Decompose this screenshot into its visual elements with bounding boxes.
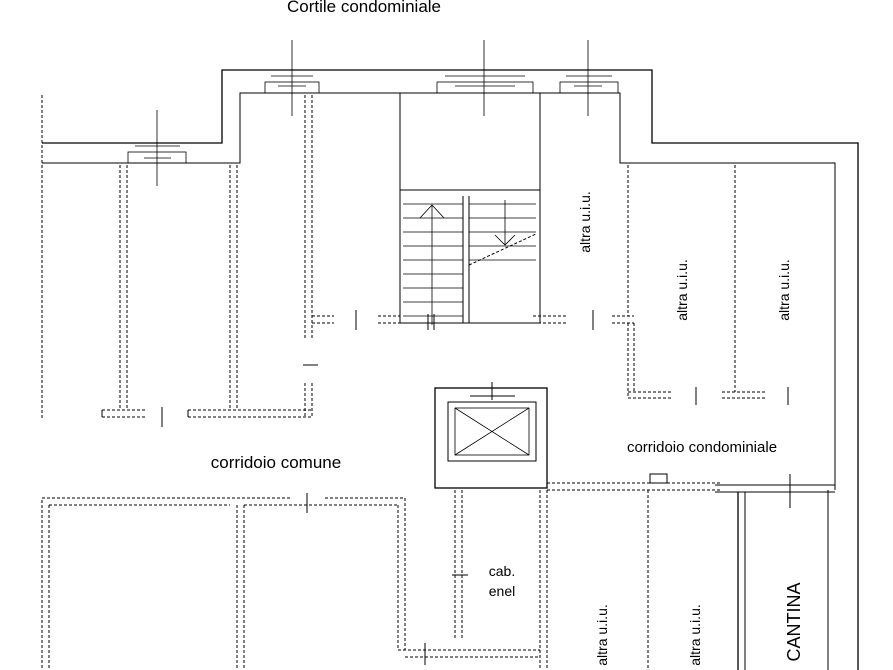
other-unit-label-4: altra u.i.u. [594,604,610,665]
courtyard-label: Cortile condominiale [287,0,441,16]
courtyard-window-1 [127,110,187,186]
courtyard-window-4 [559,40,619,116]
cabin-label-line1: cab. [489,563,515,579]
cabin-label-line2: enel [489,583,515,599]
lower-partitions [42,473,720,670]
left-dashed-walls [41,95,50,670]
upper-left-room [101,165,312,427]
common-corridor-label: corridoio comune [211,453,341,472]
staircase [399,92,541,330]
other-unit-label-1: altra u.i.u. [577,191,593,252]
central-partitions [303,95,400,417]
exterior-walls [42,69,859,670]
cellar-room [715,474,835,670]
other-unit-label-5: altra u.i.u. [687,604,703,665]
courtyard-window-3 [436,40,534,116]
upper-right-partitions [533,95,789,405]
cellar-label: CANTINA [784,582,804,661]
condo-corridor-label: corridoio condominiale [627,439,777,456]
other-unit-label-3: altra u.i.u. [776,259,792,320]
other-unit-label-2: altra u.i.u. [674,259,690,320]
courtyard-window-2 [264,40,320,116]
elevator [434,382,548,489]
